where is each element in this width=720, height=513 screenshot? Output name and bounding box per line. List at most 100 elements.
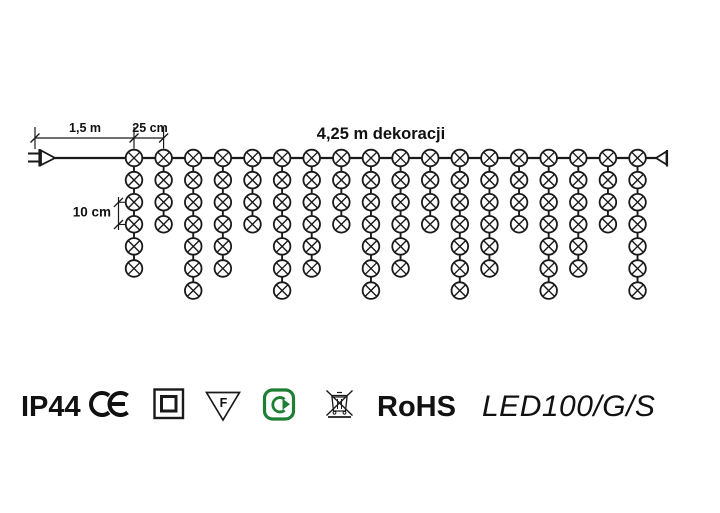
led-bulb <box>421 192 440 212</box>
led-bulb <box>598 192 618 212</box>
led-bulb <box>184 259 203 278</box>
led-bulb <box>184 215 203 234</box>
led-bulb <box>272 259 292 278</box>
led-bulb <box>302 215 321 234</box>
led-bulb <box>450 170 470 190</box>
total-span-label: 4,25 m dekoracji <box>317 125 445 143</box>
led-bulb <box>272 281 292 300</box>
led-bulb <box>628 215 647 234</box>
led-bulb <box>361 148 381 168</box>
led-bulb <box>598 215 618 234</box>
led-strand <box>391 148 410 278</box>
led-bulb <box>361 281 381 300</box>
class-ii-insulation-icon <box>153 388 185 420</box>
led-strand <box>332 148 351 234</box>
led-bulb <box>302 148 321 168</box>
led-bulb <box>154 215 173 234</box>
led-bulb <box>184 192 203 212</box>
led-bulb <box>213 259 233 278</box>
led-bulb <box>480 259 499 278</box>
led-strand <box>598 148 618 234</box>
led-bulb <box>243 215 262 234</box>
led-bulb <box>628 192 647 212</box>
led-bulb <box>302 237 321 256</box>
led-bulb <box>598 170 618 190</box>
led-bulb <box>213 192 233 212</box>
led-bulb <box>391 215 410 234</box>
led-bulb <box>421 215 440 234</box>
led-bulb <box>184 148 203 168</box>
led-bulb <box>628 281 647 300</box>
led-bulb <box>628 237 647 256</box>
led-bulb <box>421 170 440 190</box>
led-strand <box>628 148 647 300</box>
led-bulb <box>302 192 321 212</box>
led-strand <box>302 148 321 278</box>
led-bulb <box>243 192 262 212</box>
led-bulb <box>361 215 381 234</box>
f-mark-letter: F <box>220 396 228 410</box>
led-bulb <box>213 215 233 234</box>
led-bulb <box>450 148 470 168</box>
led-bulb <box>539 237 558 256</box>
certification-row: IP44 F <box>21 388 655 423</box>
led-bulb <box>302 170 321 190</box>
led-bulb <box>450 237 470 256</box>
led-bulb <box>332 192 351 212</box>
led-bulb <box>569 192 588 212</box>
led-bulb <box>569 237 588 256</box>
led-bulb <box>361 259 381 278</box>
led-bulb <box>184 170 203 190</box>
led-strand <box>272 148 292 300</box>
led-bulb <box>124 215 144 234</box>
led-bulb <box>332 170 351 190</box>
led-bulb <box>391 148 410 168</box>
green-dot-recycling-icon <box>262 388 296 421</box>
strand-spacing-label: 25 cm <box>132 121 167 135</box>
dimension-lines-top: 1,5 m 25 cm <box>30 121 169 149</box>
led-bulb <box>509 170 529 190</box>
ip-rating-label: IP44 <box>21 391 81 423</box>
led-strand <box>509 148 529 234</box>
led-bulb <box>302 259 321 278</box>
rohs-label: RoHS <box>377 391 456 423</box>
led-bulb <box>124 148 144 168</box>
led-bulb <box>628 259 647 278</box>
led-strand <box>243 148 262 234</box>
led-bulb <box>272 148 292 168</box>
led-bulb <box>332 215 351 234</box>
led-bulb <box>539 192 558 212</box>
led-strands <box>124 148 647 300</box>
led-bulb <box>213 170 233 190</box>
led-strand <box>539 148 558 300</box>
led-bulb <box>124 192 144 212</box>
led-bulb <box>539 170 558 190</box>
led-bulb <box>391 192 410 212</box>
led-strand <box>213 148 233 278</box>
led-bulb <box>391 259 410 278</box>
led-bulb <box>332 148 351 168</box>
led-bulb <box>539 215 558 234</box>
led-bulb <box>569 170 588 190</box>
led-bulb <box>361 192 381 212</box>
led-bulb <box>569 148 588 168</box>
led-bulb <box>124 259 144 278</box>
led-bulb <box>272 237 292 256</box>
plug-icon <box>28 148 57 167</box>
led-bulb <box>272 215 292 234</box>
led-bulb <box>598 148 618 168</box>
end-connector-icon <box>654 149 669 167</box>
led-bulb <box>272 170 292 190</box>
led-bulb <box>480 192 499 212</box>
led-bulb <box>184 237 203 256</box>
led-bulb <box>480 170 499 190</box>
led-bulb <box>539 281 558 300</box>
led-bulb <box>509 192 529 212</box>
led-bulb <box>243 148 262 168</box>
led-strand <box>124 148 144 278</box>
led-bulb <box>243 170 262 190</box>
led-bulb <box>539 259 558 278</box>
led-strand <box>450 148 470 300</box>
